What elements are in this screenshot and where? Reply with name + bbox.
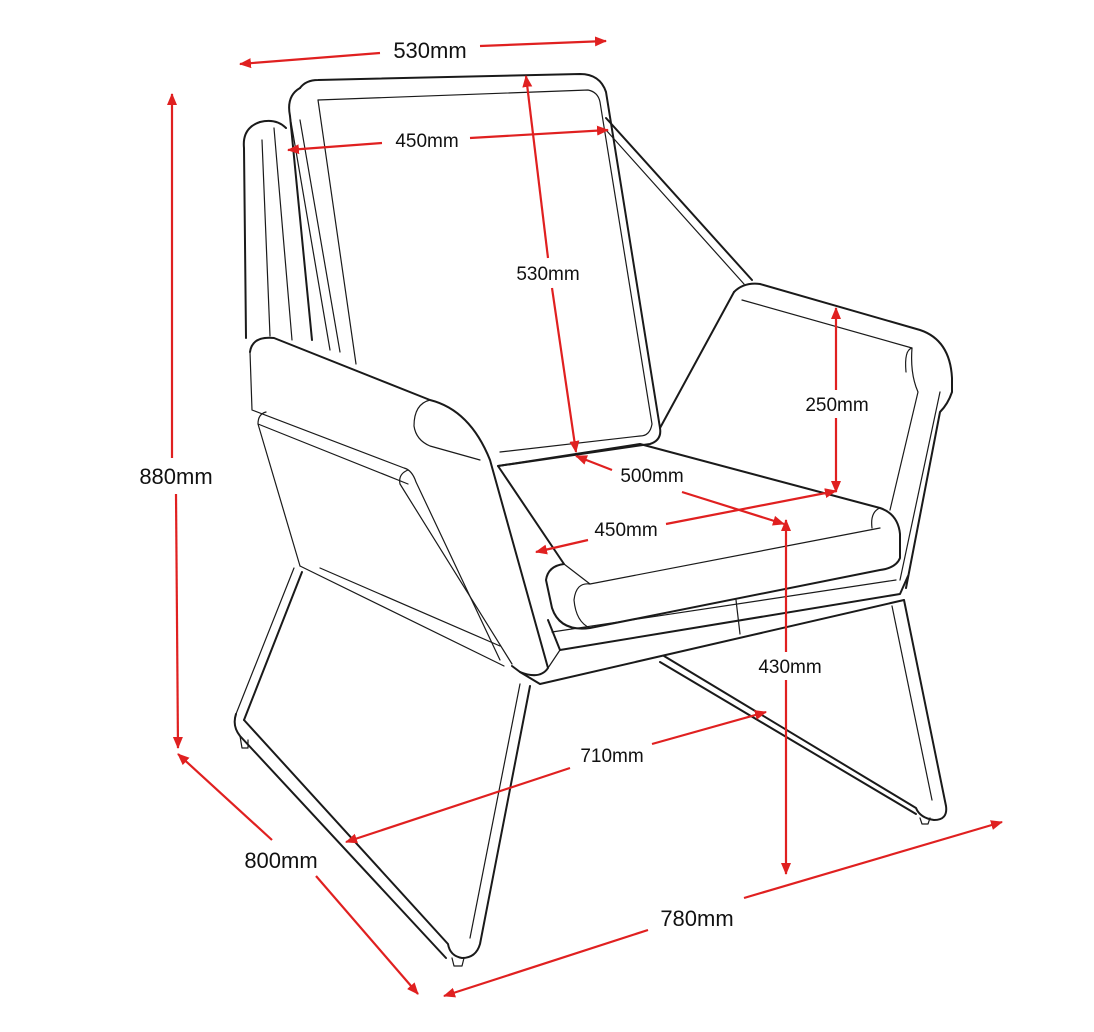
back-frame — [299, 73, 662, 467]
dim-line-seat-depth — [575, 454, 613, 472]
label-top-width: 530mm — [393, 38, 466, 63]
label-seat-width: 450mm — [594, 520, 657, 541]
front-leg-sled — [243, 685, 531, 959]
label-seat-depth: 500mm — [620, 466, 683, 487]
dim-line-back-width — [287, 141, 383, 155]
label-armrest-height: 250mm — [805, 395, 868, 416]
label-leg-span: 710mm — [580, 746, 643, 767]
label-total-height: 880mm — [139, 464, 212, 489]
rear-left-cushion — [242, 121, 261, 339]
right-armrest — [733, 282, 953, 589]
dim-line-total-width — [443, 928, 649, 998]
right-back-frame — [605, 117, 753, 281]
label-seat-height: 430mm — [758, 657, 821, 678]
dimension-labels: 530mm 450mm 530mm 250mm 880mm 500mm 450m… — [139, 38, 868, 931]
dim-line-total-depth — [177, 753, 273, 841]
label-total-depth: 800mm — [244, 848, 317, 873]
dim-line-back-height — [522, 75, 550, 259]
rear-leg-sled — [663, 599, 948, 821]
dim-line-seat-width — [535, 538, 589, 555]
dim-line-top-width — [239, 51, 381, 69]
label-back-width: 450mm — [395, 131, 458, 152]
label-back-height: 530mm — [516, 264, 579, 285]
left-armrest — [249, 336, 549, 677]
dim-line-leg-span — [345, 766, 571, 844]
back-cushion-inner — [317, 89, 653, 453]
seat-cushion — [497, 443, 901, 630]
dimension-lines — [167, 36, 1003, 998]
label-total-width: 780mm — [660, 906, 733, 931]
chair-drawing — [233, 73, 953, 967]
seat-base — [547, 575, 909, 651]
